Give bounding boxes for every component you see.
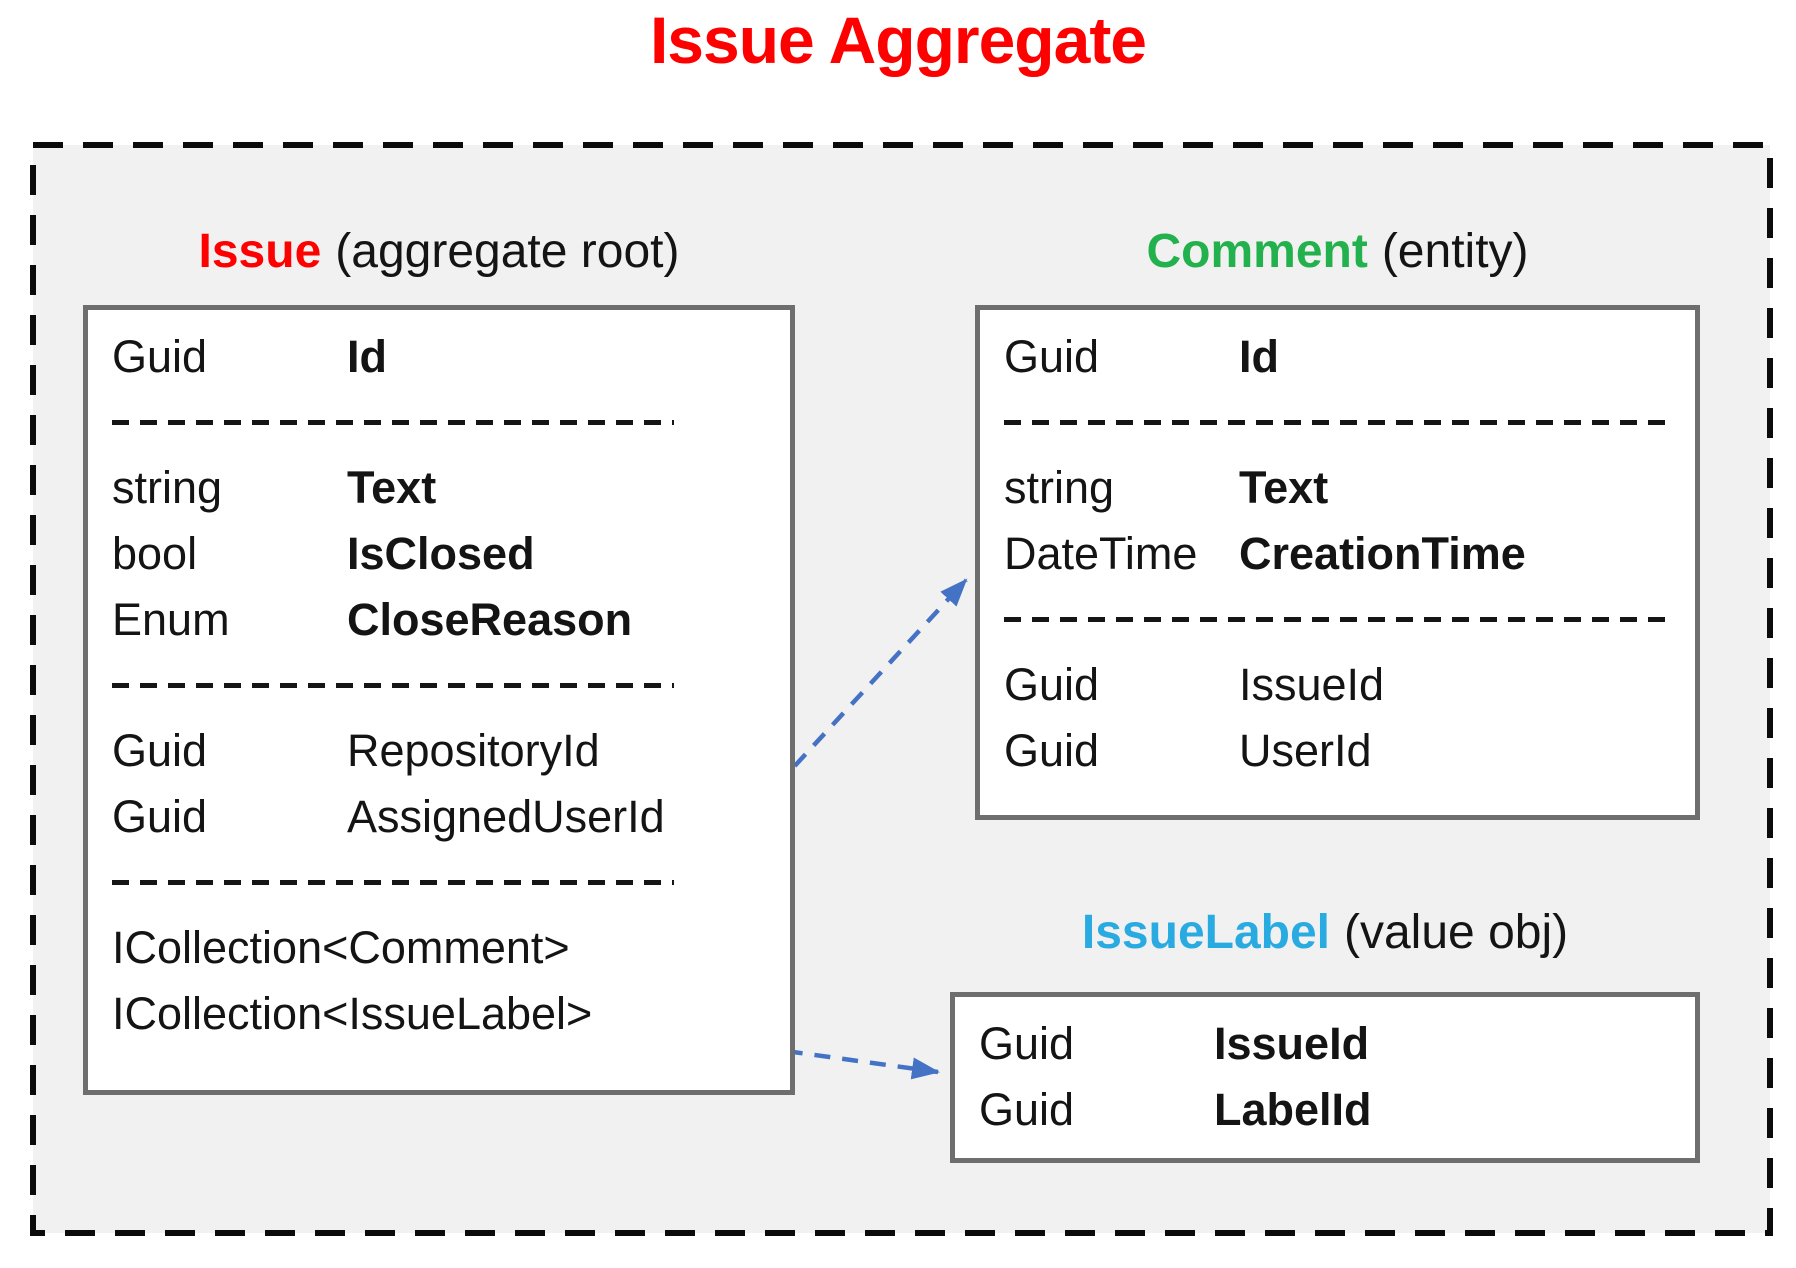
- issue-kind: (aggregate root): [335, 225, 680, 278]
- separator-line: [112, 683, 674, 688]
- issuelabel-name: IssueLabel: [1081, 906, 1330, 959]
- field-name: AssignedUserId: [347, 791, 665, 842]
- field-name: CloseReason: [347, 594, 633, 645]
- issue-header: Issue(aggregate root): [83, 224, 795, 280]
- field-name: CreationTime: [1239, 528, 1526, 579]
- field-name: IssueId: [1214, 1018, 1370, 1069]
- issue-entity-box: Guid Id string Text bool IsClosed Enum C…: [83, 305, 795, 1095]
- field-name: ICollection<IssueLabel>: [112, 988, 593, 1039]
- field-type: Guid: [112, 791, 208, 842]
- field-row-comments-collection: ICollection<Comment>: [112, 915, 766, 981]
- field-row-text: string Text: [1004, 455, 1671, 521]
- diagram-title: Issue Aggregate: [649, 3, 1147, 77]
- field-row-text: string Text: [112, 455, 766, 521]
- field-row-issueid: Guid IssueId: [1004, 652, 1671, 718]
- comment-entity-box: Guid Id string Text DateTime CreationTim…: [975, 305, 1700, 820]
- field-row-repositoryid: Guid RepositoryId: [112, 718, 766, 784]
- separator-line: [112, 420, 674, 425]
- issue-name: Issue: [198, 225, 322, 278]
- field-row-labels-collection: ICollection<IssueLabel>: [112, 981, 766, 1047]
- field-name: Text: [347, 462, 437, 513]
- field-name: IsClosed: [347, 528, 535, 579]
- field-row-labelid: Guid LabelId: [979, 1077, 1671, 1143]
- field-type: bool: [112, 528, 198, 579]
- field-type: Guid: [979, 1084, 1075, 1135]
- field-type: Guid: [979, 1018, 1075, 1069]
- issuelabel-header: IssueLabel (value obj): [950, 905, 1700, 961]
- field-row-id: Guid Id: [1004, 324, 1671, 390]
- field-name: LabelId: [1214, 1084, 1372, 1135]
- comment-header: Comment(entity): [975, 224, 1700, 280]
- separator-line: [1004, 617, 1671, 622]
- issuelabel-kind: (value obj): [1344, 906, 1569, 959]
- field-type: Guid: [112, 725, 208, 776]
- field-name: Id: [347, 331, 387, 382]
- field-type: DateTime: [1004, 528, 1198, 579]
- field-type: Guid: [1004, 725, 1100, 776]
- field-row-userid: Guid UserId: [1004, 718, 1671, 784]
- field-name: Id: [1239, 331, 1279, 382]
- issuelabel-entity-box: Guid IssueId Guid LabelId: [950, 992, 1700, 1163]
- field-row-creationtime: DateTime CreationTime: [1004, 521, 1671, 587]
- field-type: string: [112, 462, 223, 513]
- field-row-closereason: Enum CloseReason: [112, 587, 766, 653]
- field-name: UserId: [1239, 725, 1372, 776]
- field-type: string: [1004, 462, 1115, 513]
- field-name: Text: [1239, 462, 1329, 513]
- comment-name: Comment: [1146, 225, 1368, 278]
- field-row-id: Guid Id: [112, 324, 766, 390]
- field-name: RepositoryId: [347, 725, 600, 776]
- field-name: IssueId: [1239, 659, 1385, 710]
- field-type: Guid: [112, 331, 208, 382]
- field-row-isclosed: bool IsClosed: [112, 521, 766, 587]
- separator-line: [112, 880, 674, 885]
- field-row-issueid: Guid IssueId: [979, 1011, 1671, 1077]
- field-row-assigneduserid: Guid AssignedUserId: [112, 784, 766, 850]
- field-type: Guid: [1004, 659, 1100, 710]
- field-type: Enum: [112, 594, 230, 645]
- separator-line: [1004, 420, 1671, 425]
- field-name: ICollection<Comment>: [112, 922, 570, 973]
- comment-kind: (entity): [1381, 225, 1529, 278]
- field-type: Guid: [1004, 331, 1100, 382]
